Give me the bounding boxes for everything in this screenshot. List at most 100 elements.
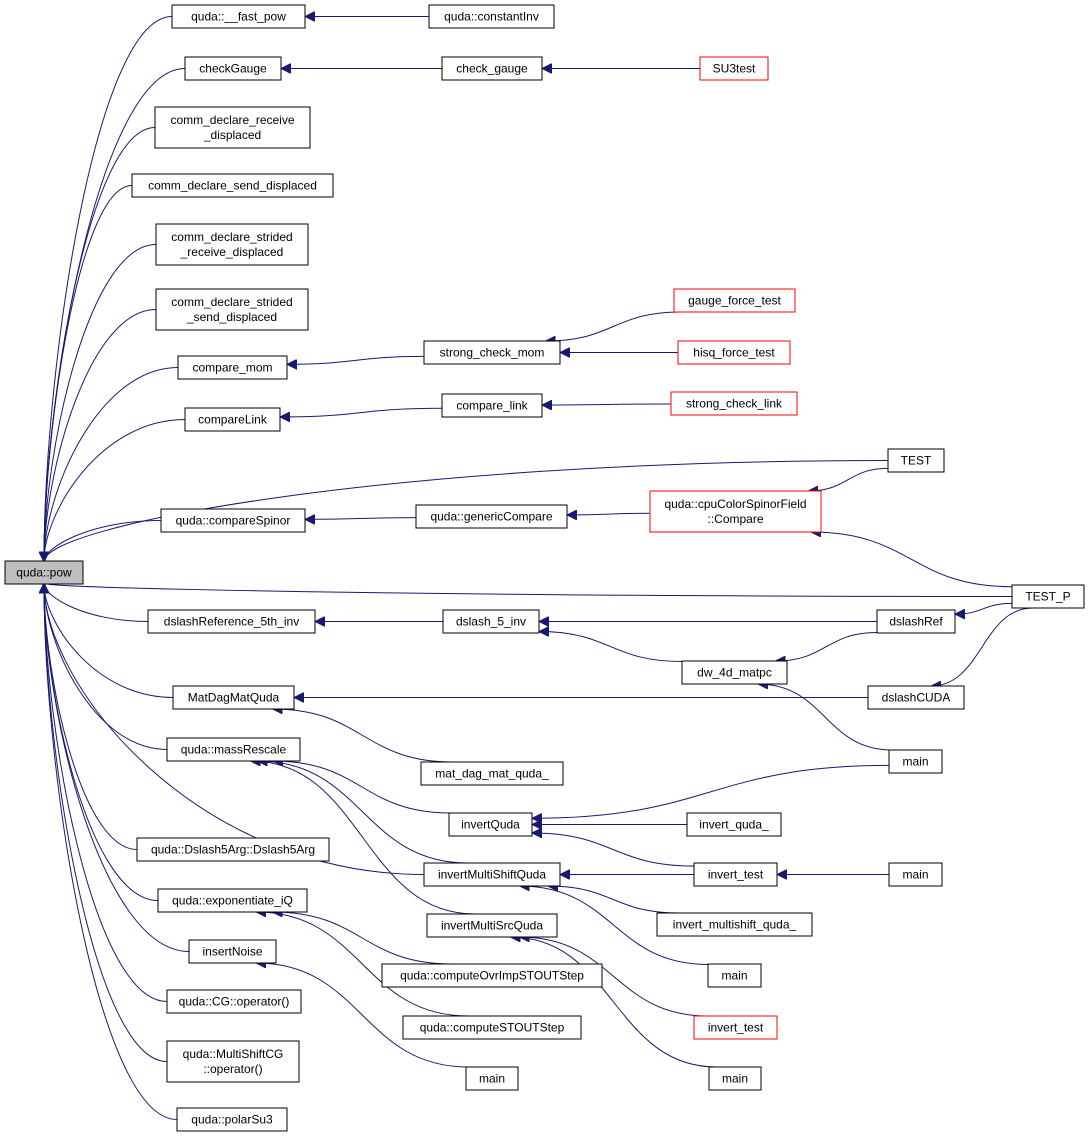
- node-computeSTOUT[interactable]: quda::computeSTOUTStep: [402, 1015, 582, 1040]
- node-polarSu3[interactable]: quda::polarSu3: [176, 1107, 288, 1132]
- node-invert_multishift_quda_[interactable]: invert_multishift_quda_: [656, 912, 813, 937]
- node-MultiShiftCG_op[interactable]: quda::MultiShiftCG::operator(): [166, 1040, 300, 1083]
- node-compareSpinor[interactable]: quda::compareSpinor: [160, 508, 306, 533]
- node-box[interactable]: [177, 355, 288, 380]
- node-box[interactable]: [876, 609, 956, 634]
- node-comm_strided_recv[interactable]: comm_declare_strided_receive_displaced: [155, 223, 309, 266]
- node-invertMultiSrcQuda[interactable]: invertMultiSrcQuda: [426, 913, 558, 938]
- node-box[interactable]: [155, 223, 309, 266]
- node-box[interactable]: [136, 837, 330, 862]
- node-box[interactable]: [707, 963, 762, 988]
- node-dslashRef[interactable]: dslashRef: [876, 609, 956, 634]
- node-box[interactable]: [381, 963, 603, 988]
- node-box[interactable]: [420, 761, 564, 786]
- node-invert_test1[interactable]: invert_test: [693, 862, 778, 887]
- node-TEST_P[interactable]: TEST_P: [1011, 584, 1085, 609]
- node-main1[interactable]: main: [888, 749, 943, 774]
- node-compare_link[interactable]: compare_link: [441, 393, 543, 418]
- node-cpuCompare[interactable]: quda::cpuColorSpinorField::Compare: [649, 490, 822, 533]
- node-box[interactable]: [423, 862, 561, 887]
- node-box[interactable]: [649, 490, 822, 533]
- node-box[interactable]: [693, 1015, 778, 1040]
- node-checkGauge[interactable]: checkGauge: [184, 56, 282, 81]
- node-box[interactable]: [442, 609, 540, 634]
- node-genericCompare[interactable]: quda::genericCompare: [415, 504, 568, 529]
- node-invert_quda_[interactable]: invert_quda_: [686, 812, 782, 837]
- node-box[interactable]: [693, 862, 778, 887]
- node-box[interactable]: [131, 173, 334, 198]
- node-box[interactable]: [147, 609, 316, 634]
- node-box[interactable]: [172, 685, 295, 710]
- node-box[interactable]: [426, 913, 558, 938]
- node-box[interactable]: [166, 1040, 300, 1083]
- node-box[interactable]: [888, 862, 943, 887]
- node-dslashRef5[interactable]: dslashReference_5th_inv: [147, 609, 316, 634]
- node-box[interactable]: [184, 56, 282, 81]
- node-invertMultiShiftQuda[interactable]: invertMultiShiftQuda: [423, 862, 561, 887]
- node-comm_strided_send[interactable]: comm_declare_strided_send_displaced: [155, 288, 309, 331]
- node-box[interactable]: [699, 56, 769, 81]
- node-constantInv[interactable]: quda::constantInv: [428, 4, 555, 29]
- node-box[interactable]: [465, 1066, 519, 1091]
- node-box[interactable]: [4, 560, 84, 585]
- node-pow[interactable]: quda::pow: [4, 560, 84, 585]
- node-strong_check_mom[interactable]: strong_check_mom: [423, 340, 561, 365]
- node-dslashCUDA[interactable]: dslashCUDA: [867, 685, 965, 710]
- node-box[interactable]: [171, 4, 306, 29]
- node-insertNoise[interactable]: insertNoise: [188, 939, 277, 964]
- node-main5[interactable]: main: [708, 1066, 762, 1091]
- node-box[interactable]: [402, 1015, 582, 1040]
- node-gauge_force_test[interactable]: gauge_force_test: [673, 288, 796, 313]
- node-compareLink[interactable]: compareLink: [184, 407, 281, 432]
- node-main4[interactable]: main: [465, 1066, 519, 1091]
- node-invertQuda[interactable]: invertQuda: [448, 812, 533, 837]
- node-dslash_5_inv[interactable]: dslash_5_inv: [442, 609, 540, 634]
- node-massRescale[interactable]: quda::massRescale: [166, 737, 301, 762]
- node-box[interactable]: [428, 4, 555, 29]
- node-fast_pow[interactable]: quda::__fast_pow: [171, 4, 306, 29]
- node-box[interactable]: [1011, 584, 1085, 609]
- node-exponentiate_iQ[interactable]: quda::exponentiate_iQ: [157, 888, 308, 913]
- node-box[interactable]: [415, 504, 568, 529]
- node-check_gauge[interactable]: check_gauge: [441, 56, 543, 81]
- node-box[interactable]: [441, 393, 543, 418]
- node-invert_test2[interactable]: invert_test: [693, 1015, 778, 1040]
- node-box[interactable]: [708, 1066, 762, 1091]
- node-box[interactable]: [441, 56, 543, 81]
- node-comm_recv_disp[interactable]: comm_declare_receive_displaced: [154, 106, 311, 149]
- node-computeOvrImp[interactable]: quda::computeOvrImpSTOUTStep: [381, 963, 603, 988]
- node-compare_mom[interactable]: compare_mom: [177, 355, 288, 380]
- node-box[interactable]: [166, 737, 301, 762]
- node-box[interactable]: [160, 508, 306, 533]
- node-box[interactable]: [686, 812, 782, 837]
- node-box[interactable]: [867, 685, 965, 710]
- node-TEST[interactable]: TEST: [887, 448, 945, 473]
- node-strong_check_link[interactable]: strong_check_link: [670, 391, 798, 416]
- node-box[interactable]: [176, 1107, 288, 1132]
- node-hisq_force_test[interactable]: hisq_force_test: [677, 340, 791, 365]
- node-box[interactable]: [656, 912, 813, 937]
- node-CG_op[interactable]: quda::CG::operator(): [166, 989, 302, 1014]
- node-box[interactable]: [184, 407, 281, 432]
- node-dw_4d_matpc[interactable]: dw_4d_matpc: [681, 660, 788, 685]
- node-box[interactable]: [166, 989, 302, 1014]
- node-box[interactable]: [681, 660, 788, 685]
- node-box[interactable]: [888, 749, 943, 774]
- node-box[interactable]: [157, 888, 308, 913]
- node-main3[interactable]: main: [707, 963, 762, 988]
- node-box[interactable]: [188, 939, 277, 964]
- node-Dslash5Arg[interactable]: quda::Dslash5Arg::Dslash5Arg: [136, 837, 330, 862]
- node-box[interactable]: [673, 288, 796, 313]
- node-box[interactable]: [887, 448, 945, 473]
- node-comm_send_disp[interactable]: comm_declare_send_displaced: [131, 173, 334, 198]
- node-box[interactable]: [670, 391, 798, 416]
- node-main2[interactable]: main: [888, 862, 943, 887]
- node-mat_dag_mat_quda_[interactable]: mat_dag_mat_quda_: [420, 761, 564, 786]
- node-box[interactable]: [423, 340, 561, 365]
- node-MatDagMatQuda[interactable]: MatDagMatQuda: [172, 685, 295, 710]
- node-box[interactable]: [677, 340, 791, 365]
- node-box[interactable]: [155, 288, 309, 331]
- node-box[interactable]: [154, 106, 311, 149]
- node-box[interactable]: [448, 812, 533, 837]
- node-SU3test[interactable]: SU3test: [699, 56, 769, 81]
